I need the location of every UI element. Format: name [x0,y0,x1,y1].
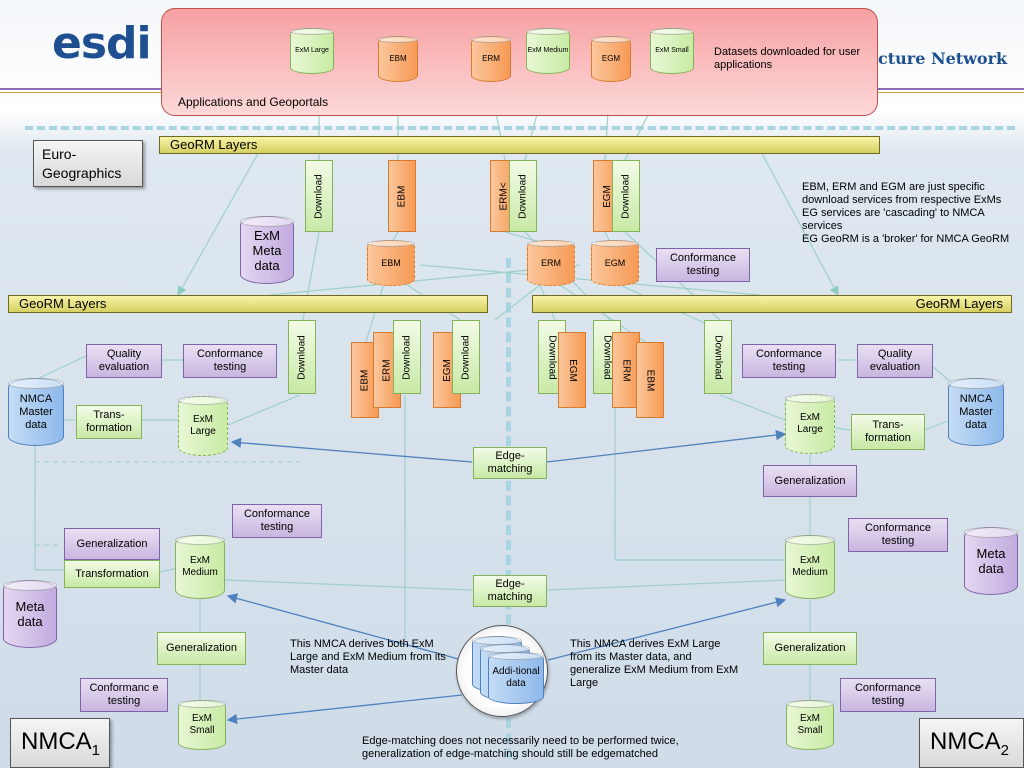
georm-layers-right: GeoRM Layers [532,295,1012,313]
nmca2-meta-data: Meta data [964,527,1018,595]
additional-data: Addi-tional data [488,652,544,704]
nmca2-conformance-testing-medium: Conformance testing [848,518,948,552]
eg-download-exm-medium[interactable]: Download [509,160,537,232]
exm-meta-data: ExM Meta data [240,216,294,284]
app-exm-small: ExM Small [650,28,694,74]
nmca1-generalization: Generalization [157,632,246,665]
nmca2-derives-note: This NMCA derives ExM Large from its Mas… [570,638,739,689]
nmca2-generalization-purple: Generalization [763,465,857,497]
nmca1-exm-small: ExM Small [178,700,226,750]
nmca1-download-ebm-erm[interactable]: Download [393,320,421,394]
app-exm-medium: ExM Medium [526,28,570,74]
eg-download-exm-large[interactable]: Download [305,160,333,232]
nmca2-ebm-service[interactable]: EBM [636,342,664,418]
nmca2-exm-medium: ExM Medium [785,535,835,599]
nmca1-generalization-purple: Generalization [64,528,160,560]
eg-conformance-testing: Conformance testing [656,248,750,282]
nmca2-exm-large: ExM Large [785,394,835,454]
network-subtitle: cture Network [878,49,1008,68]
eg-ebm-service[interactable]: EBM [388,160,416,232]
nmca2-master-data: NMCA Master data [948,378,1004,446]
app-erm: ERM [471,36,511,82]
nmca1-download-egm[interactable]: Download [452,320,480,394]
applications-label: Applications and Geoportals [178,95,329,109]
nmca1-label: NMCA1 [10,718,110,768]
applications-geoportals-panel [161,8,878,116]
nmca1-conformance-testing: Conformance testing [183,344,277,378]
edge-matching-medium: Edge-matching [473,575,547,607]
nmca2-generalization: Generalization [763,632,857,665]
nmca1-master-data: NMCA Master data [8,378,64,446]
edge-matching-large: Edge-matching [473,447,547,479]
app-ebm: EBM [378,36,418,82]
eg-download-exm-small[interactable]: Download [612,160,640,232]
georm-layers-top: GeoRM Layers [159,136,880,154]
eg-erm-db: ERM [527,240,575,286]
nmca1-transformation-medium: Transformation [64,560,160,588]
nmca1-quality-evaluation: Quality evaluation [86,344,162,378]
vertical-dashed-divider [506,258,511,758]
app-exm-large: ExM Large [290,28,334,74]
edge-matching-note: Edge-matching does not necessarily need … [362,735,679,760]
nmca1-meta-data: Meta data [3,580,57,648]
nmca2-egm-service[interactable]: EGM [558,332,586,408]
nmca2-conformance-testing-small: Conformance testing [840,678,936,712]
nmca1-transformation: Trans-formation [76,405,142,439]
nmca2-conformance-testing: Conformance testing [742,344,836,378]
horizontal-dashed-divider [25,126,1015,130]
nmca1-conformance-testing-small: Conformanc e testing [80,678,168,712]
nmca1-exm-large: ExM Large [178,396,228,456]
eurogeographics-box: Euro-Geographics [33,140,143,187]
nmca2-download-large[interactable]: Download [704,320,732,394]
nmca2-exm-small: ExM Small [786,700,834,750]
nmca2-transformation: Trans-formation [851,414,925,450]
nmca1-download-large[interactable]: Download [288,320,316,394]
nmca2-quality-evaluation: Quality evaluation [857,344,933,378]
georm-layers-left: GeoRM Layers [8,295,488,313]
eg-egm-db: EGM [591,240,639,286]
services-note: EBM, ERM and EGM are just specific downl… [802,181,1010,245]
datasets-note: Datasets downloaded for user application… [714,46,861,71]
nmca1-conformance-testing-medium: Conformance testing [232,504,322,538]
eg-ebm-db: EBM [367,240,415,286]
app-egm: EGM [591,36,631,82]
esdi-logo: esdi [52,18,152,69]
nmca1-exm-medium: ExM Medium [175,535,225,599]
nmca1-derives-note: This NMCA derives both ExM Large and ExM… [290,638,446,676]
nmca2-label: NMCA2 [919,718,1024,768]
